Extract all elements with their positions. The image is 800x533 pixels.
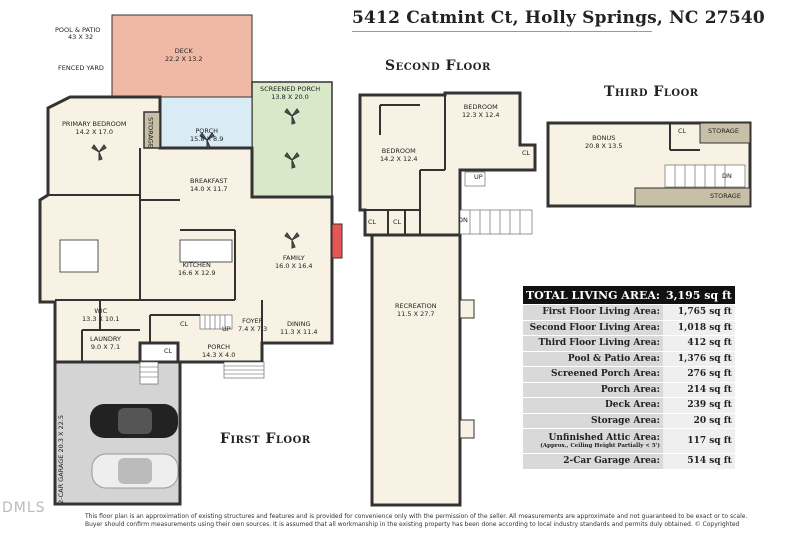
area-row: First Floor Living Area:1,765 sq ft [523, 304, 735, 321]
closet-2c: CL [393, 218, 402, 226]
area-summary-table: TOTAL LIVING AREA: 3,195 sq ft First Flo… [523, 286, 735, 470]
room-garage: 2-CAR GARAGE 20.3 X 22.5 [57, 415, 65, 504]
watermark-logo: DMLS [2, 500, 46, 516]
area-label: Second Floor Living Area: [523, 320, 663, 336]
closet-2b: CL [368, 218, 377, 226]
area-value: 117 sq ft [662, 428, 735, 454]
area-value: 1,376 sq ft [662, 351, 735, 367]
area-value: 20 sq ft [662, 413, 735, 429]
area-row: Storage Area:20 sq ft [523, 413, 735, 429]
area-row: Unfinished Attic Area:(Approx., Ceiling … [523, 428, 735, 454]
stairs-up-first: UP [222, 325, 231, 333]
area-row: Deck Area:239 sq ft [523, 397, 735, 414]
area-label: Porch Area: [523, 382, 663, 398]
room-storage-first: STORAGE [146, 117, 155, 148]
area-value: 214 sq ft [662, 382, 735, 398]
first-floor-title: First Floor [220, 431, 311, 447]
stairs-up-second: UP [474, 173, 483, 181]
total-living-label: TOTAL LIVING AREA: [523, 286, 663, 305]
closet-foyer: CL [180, 320, 189, 328]
area-value: 276 sq ft [662, 366, 735, 383]
screened-porch-area [251, 81, 333, 198]
closet-2a: CL [522, 149, 531, 157]
area-label: Pool & Patio Area: [523, 351, 663, 367]
stairs-down-third: DN [722, 172, 732, 180]
area-label: Storage Area: [523, 413, 663, 429]
total-living-value: 3,195 sq ft [662, 286, 735, 305]
garage-cars [90, 404, 179, 489]
fireplace [331, 223, 343, 259]
third-floor-storage-bottom [634, 187, 751, 207]
fenced-yard-label: FENCED YARD [58, 64, 104, 72]
area-label: First Floor Living Area: [523, 304, 663, 321]
closet-entry: CL [164, 347, 173, 355]
total-living-row: TOTAL LIVING AREA: 3,195 sq ft [523, 286, 735, 305]
stairs-down-second: DN [458, 216, 468, 224]
disclaimer-line-2: Buyer should confirm measurements using … [85, 521, 740, 528]
pool-patio-title: POOL & PATIO [55, 26, 101, 34]
area-label: Deck Area: [523, 397, 663, 414]
disclaimer: This floor plan is an approximation of e… [85, 513, 785, 529]
area-row: Third Floor Living Area:412 sq ft [523, 335, 735, 352]
deck-area [111, 14, 253, 98]
area-label: 2-Car Garage Area: [523, 453, 663, 470]
recreation-outline [370, 233, 462, 507]
area-label: Screened Porch Area: [523, 366, 663, 383]
area-value: 1,765 sq ft [662, 304, 735, 321]
area-row: Porch Area:214 sq ft [523, 382, 735, 398]
area-row: Second Floor Living Area:1,018 sq ft [523, 320, 735, 336]
area-value: 412 sq ft [662, 335, 735, 352]
storage-third-bottom: STORAGE [710, 192, 741, 200]
second-floor-title: Second Floor [385, 58, 491, 74]
area-value: 514 sq ft [662, 453, 735, 470]
pool-patio-dim: 43 X 32 [68, 33, 94, 41]
disclaimer-line-1: This floor plan is an approximation of e… [85, 513, 748, 520]
area-label: Third Floor Living Area: [523, 335, 663, 352]
area-row: 2-Car Garage Area:514 sq ft [523, 453, 735, 470]
attic-note: (Approx., Ceiling Height Partially < 5') [540, 443, 660, 449]
storage-closet [143, 111, 161, 149]
storage-third-top: STORAGE [708, 127, 739, 135]
property-address: 5412 Catmint Ct, Holly Springs, NC 27540 [352, 8, 765, 28]
address-underline [352, 31, 652, 32]
third-floor-title: Third Floor [604, 84, 699, 100]
area-value: 1,018 sq ft [662, 320, 735, 336]
third-floor-storage-top [699, 122, 751, 144]
area-row: Pool & Patio Area:1,376 sq ft [523, 351, 735, 367]
closet-third: CL [678, 127, 687, 135]
area-label: Unfinished Attic Area:(Approx., Ceiling … [523, 428, 663, 454]
area-value: 239 sq ft [662, 397, 735, 414]
area-row: Screened Porch Area:276 sq ft [523, 366, 735, 383]
